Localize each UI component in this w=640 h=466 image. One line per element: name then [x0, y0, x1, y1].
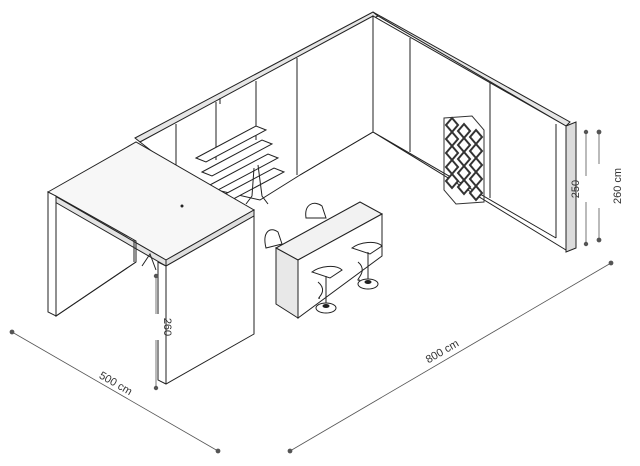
- wall-shelves: [194, 125, 286, 205]
- wall-height-dimension-top-dot: [596, 129, 602, 135]
- width-dimension-line: [289, 262, 612, 452]
- cabin: [46, 141, 256, 385]
- inner-height-dimension-label: 250: [570, 180, 582, 198]
- shelf-cube-cell: [444, 172, 460, 190]
- back-wall: [134, 11, 379, 201]
- bar-counter: [274, 201, 384, 319]
- shelf-cube-cell: [456, 178, 472, 196]
- width-dimension-end-dot: [608, 260, 614, 266]
- inner-height-dimension-top-dot: [583, 129, 589, 135]
- depth-dimension-start-dot: [9, 329, 15, 335]
- cabin-height-dimension-label: 260: [161, 318, 173, 336]
- cabin-height-dimension-top-dot: [153, 273, 159, 279]
- shelf-frame: [443, 115, 485, 205]
- wall-height-dimension-label: 260 cm: [612, 168, 624, 204]
- width-dimension-start-dot: [287, 448, 293, 454]
- cube-shelf: [443, 115, 485, 205]
- cabin-height-dimension-bottom-dot: [153, 385, 159, 391]
- bar-stool-front-1: [310, 265, 343, 314]
- shelf-cube-cell: [468, 184, 484, 202]
- wall-height-dimension-bottom-dot: [596, 237, 602, 243]
- bar-stool-front-2: [350, 241, 383, 290]
- inner-height-dimension-bottom-dot: [583, 241, 589, 247]
- depth-dimension-end-dot: [215, 448, 221, 454]
- bar-stools: [264, 202, 383, 314]
- depth-dimension-line: [11, 331, 219, 452]
